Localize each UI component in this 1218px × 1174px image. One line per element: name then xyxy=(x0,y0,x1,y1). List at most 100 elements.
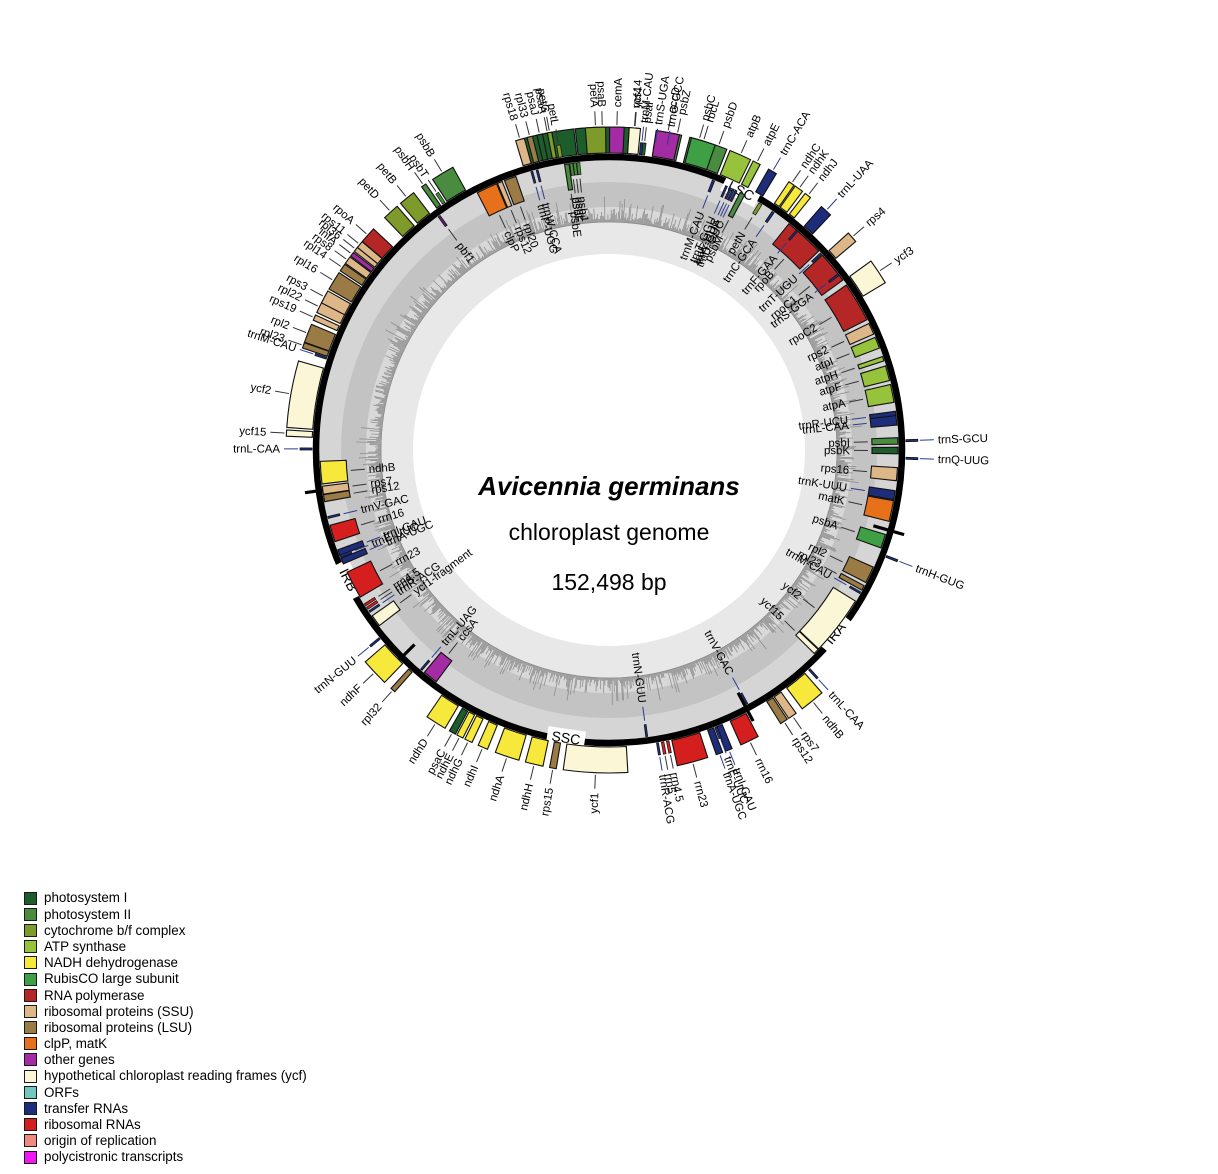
gene-leader-line xyxy=(744,217,753,230)
center-species-name: Avicennia germinans xyxy=(477,471,740,501)
gene-leader-line xyxy=(426,724,436,737)
gene-label-rrn4-5: rrn4.5 xyxy=(667,771,685,803)
gene-leader-line xyxy=(354,544,369,551)
gene-leader-line xyxy=(275,390,290,395)
gene-leader-line xyxy=(355,224,367,235)
gene-leader-line xyxy=(540,185,546,200)
gene-leader-line xyxy=(299,310,313,318)
gene-label-petb: petB xyxy=(375,161,399,187)
gene-leader-line xyxy=(793,717,802,730)
gene-label-psbi: psbI xyxy=(828,437,850,450)
gene-label-atpf: atpF xyxy=(818,381,843,399)
gene-label-trnq-uug: trnQ-UUG xyxy=(938,454,990,467)
gene-box xyxy=(530,170,537,184)
gene-box xyxy=(788,192,812,219)
gene-box xyxy=(399,191,431,224)
gene-label-petl: petL xyxy=(545,103,560,127)
gene-label-atpb: atpB xyxy=(744,113,764,139)
gene-label-cema: cemA xyxy=(612,77,625,107)
gene-box xyxy=(864,383,895,408)
gene-label-psbe: psbE xyxy=(567,211,583,239)
gene-box xyxy=(562,743,629,774)
gene-leader-line xyxy=(732,677,740,691)
gene-leader-line xyxy=(380,591,393,600)
legend-color-swatch xyxy=(24,956,37,970)
gene-box xyxy=(905,438,919,443)
legend-item: other genes xyxy=(24,1052,307,1068)
gene-leader-line xyxy=(343,509,358,515)
legend-color-swatch xyxy=(24,1037,37,1051)
legend-item: ribosomal proteins (SSU) xyxy=(24,1003,307,1019)
gene-box xyxy=(361,228,394,260)
gene-leader-line xyxy=(343,239,355,249)
gene-leader-line xyxy=(543,117,548,132)
gene-label-psbd: psbD xyxy=(720,100,740,129)
gene-box xyxy=(859,365,891,388)
gene-box xyxy=(643,724,649,738)
gene-leader-line xyxy=(702,195,709,209)
gene-box xyxy=(299,447,313,451)
gene-label-trnl-caa: trnL-CAA xyxy=(802,420,850,437)
gene-box xyxy=(349,251,375,273)
gene-box xyxy=(364,644,404,684)
legend-item-label: photosystem I xyxy=(44,890,128,906)
gene-leader-line xyxy=(292,326,307,333)
gene-label-rps7: rps7 xyxy=(370,475,394,490)
gene-leader-line xyxy=(510,210,517,224)
gene-label-ndha: ndhA xyxy=(487,773,507,802)
gene-leader-line xyxy=(452,738,460,751)
gene-leader-line xyxy=(352,483,367,487)
gene-leader-line xyxy=(829,555,843,563)
legend-item-label: RubisCO large subunit xyxy=(44,971,179,987)
gene-label-ycf2: ycf2 xyxy=(249,382,272,397)
gene-label-peta: petA xyxy=(587,84,600,108)
legend-item-label: other genes xyxy=(44,1052,115,1068)
gene-box xyxy=(905,456,919,461)
gene-box xyxy=(627,127,642,156)
legend-item: NADH dehydrogenase xyxy=(24,955,307,971)
gene-box xyxy=(448,707,469,735)
gene-box xyxy=(420,659,431,671)
gene-box xyxy=(871,437,899,446)
gene-box xyxy=(437,214,448,228)
gene-label-psbk: psbK xyxy=(824,445,850,457)
gene-box xyxy=(563,163,574,191)
gene-leader-line xyxy=(721,220,730,233)
legend-item: origin of replication xyxy=(24,1133,307,1149)
gene-label-rrn23: rrn23 xyxy=(691,780,709,809)
gene-leader-line xyxy=(572,179,576,194)
legend-item: ribosomal RNAs xyxy=(24,1117,307,1133)
legend-item-label: NADH dehydrogenase xyxy=(44,955,178,971)
gene-box xyxy=(754,168,778,197)
legend-item-label: polycistronic transcripts xyxy=(44,1149,184,1165)
gene-box xyxy=(724,186,733,200)
gene-leader-line xyxy=(535,186,541,201)
gene-box xyxy=(390,668,413,693)
gene-leader-line xyxy=(692,763,698,778)
gene-box xyxy=(319,459,349,485)
gene-box xyxy=(726,188,735,201)
gene-box xyxy=(867,486,896,501)
gene-box xyxy=(773,180,795,208)
gene-box xyxy=(857,355,885,370)
gene-box xyxy=(526,135,540,164)
gene-box xyxy=(779,185,804,213)
legend-color-swatch xyxy=(24,1069,37,1083)
legend-item: ribosomal proteins (LSU) xyxy=(24,1020,307,1036)
legend-color-swatch xyxy=(24,1085,37,1099)
gene-label-rpl32: rpl32 xyxy=(359,701,385,728)
gene-leader-line xyxy=(347,233,359,244)
gene-box xyxy=(314,353,328,360)
gene-leader-line xyxy=(853,470,868,473)
legend-item: transfer RNAs xyxy=(24,1100,307,1116)
gene-box xyxy=(706,727,724,756)
gene-label-rps4: rps4 xyxy=(864,206,889,230)
gene-leader-line xyxy=(329,258,342,267)
gene-box xyxy=(514,137,532,167)
gene-leader-line xyxy=(579,178,582,193)
gene-box xyxy=(885,555,899,563)
gene-leader-line xyxy=(535,118,540,133)
gene-leader-line xyxy=(798,285,811,296)
gene-leader-line xyxy=(833,577,847,586)
